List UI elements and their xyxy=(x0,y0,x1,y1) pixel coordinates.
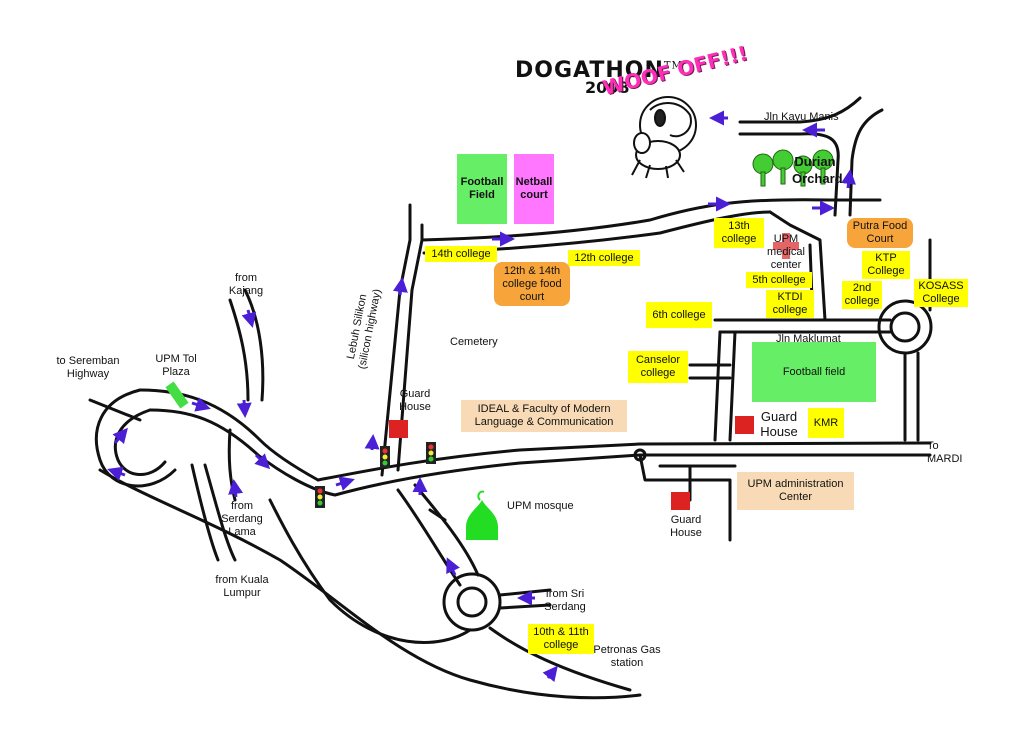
ideal-faculty: IDEAL & Faculty of Modern Language & Com… xyxy=(461,400,627,432)
logo-year: 2008 xyxy=(585,78,630,97)
from-kajang-label: from Kajang xyxy=(228,272,264,297)
from-sri-serdang-label: from Sri Serdang xyxy=(544,588,586,613)
mosque-icon xyxy=(466,490,498,540)
ktdi-college: KTDI college xyxy=(766,290,814,318)
tree-icons xyxy=(752,149,834,187)
upm-mosque-label: UPM mosque xyxy=(507,500,574,512)
food-court-12-14: 12th & 14th college food court xyxy=(494,262,570,306)
logo-title: DOGATHON xyxy=(515,58,664,83)
guard-house-label-3: Guard House xyxy=(670,514,702,539)
guard-house-icons xyxy=(389,416,754,510)
traffic-light-icons xyxy=(315,442,436,508)
upm-medical-center-label: UPM medical center xyxy=(767,233,805,271)
jln-kayu-manis-label: Jln Kayu Manis xyxy=(764,111,839,123)
dogathon-logo: DOGATHONTM xyxy=(515,58,683,83)
guard-house-label-1: Guard House xyxy=(399,388,431,413)
guard-house-label-2: Guard House xyxy=(760,409,798,439)
petronas-label: Petronas Gas station xyxy=(593,644,661,669)
from-serdang-lama-label: from Serdang Lama xyxy=(221,500,263,538)
direction-arrows xyxy=(107,110,856,683)
kosass-college: KOSASS College xyxy=(914,279,968,307)
putra-food-court: Putra Food Court xyxy=(847,218,913,248)
medical-cross-icon xyxy=(773,233,799,259)
football-field-north: Football Field xyxy=(457,154,507,224)
upm-toll-plaza-label: UPM Tol Plaza xyxy=(155,353,197,378)
to-seremban-label: to Seremban Highway xyxy=(56,355,120,380)
twelfth-college: 12th college xyxy=(568,250,640,266)
second-college: 2nd college xyxy=(842,281,882,309)
from-kuala-lumpur-label: from Kuala Lumpur xyxy=(215,574,269,599)
netball-court: Netball court xyxy=(514,154,554,224)
ktp-college: KTP College xyxy=(862,251,910,279)
college-10-11: 10th & 11th college xyxy=(528,624,594,654)
to-mardi-label: To MARDI xyxy=(927,440,963,465)
fourteenth-college: 14th college xyxy=(425,246,497,262)
logo-trademark: TM xyxy=(663,60,683,72)
sixth-college: 6th college xyxy=(646,302,712,328)
durian-orchard-label: Durian Orchard xyxy=(792,154,843,186)
kmr: KMR xyxy=(808,408,844,438)
football-field-south: Football field xyxy=(752,342,876,402)
dog-mascot-icon xyxy=(631,96,697,179)
canselor-college: Canselor college xyxy=(628,351,688,383)
upm-admin-center: UPM administration Center xyxy=(737,472,854,510)
fifth-college: 5th college xyxy=(746,272,812,288)
toll-plaza-icon xyxy=(165,381,189,409)
thirteenth-college: 13th college xyxy=(714,218,764,248)
cemetery-label: Cemetery xyxy=(450,336,498,348)
